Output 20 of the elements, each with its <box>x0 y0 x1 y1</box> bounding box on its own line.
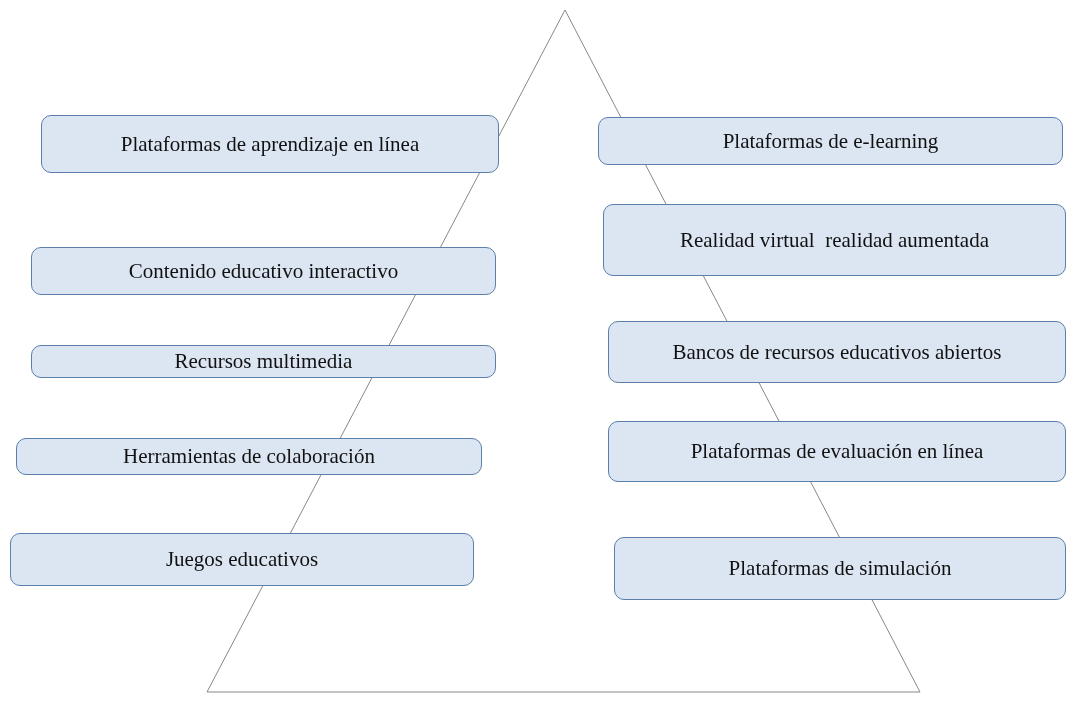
label-box <box>603 204 1066 276</box>
label-box <box>10 533 474 586</box>
box-label: Plataformas de simulación <box>728 557 952 580</box>
box-label: Realidad virtual realidad aumentada <box>679 228 989 251</box>
label-box <box>31 345 496 378</box>
box-label: Recursos multimedia <box>174 350 353 373</box>
label-box <box>16 438 482 475</box>
box-label: Plataformas de e-learning <box>722 129 939 152</box>
label-box <box>608 421 1066 482</box>
box-label: Plataformas de aprendizaje en línea <box>120 132 420 155</box>
label-box <box>31 247 496 295</box>
label-box <box>608 321 1066 383</box>
box-label: Plataformas de evaluación en línea <box>690 440 984 463</box>
box-label: Herramientas de colaboración <box>123 445 375 468</box>
label-box <box>614 537 1066 600</box>
label-box <box>41 115 499 173</box>
label-box <box>598 117 1063 165</box>
box-label: Contenido educativo interactivo <box>128 259 399 282</box>
box-label: Bancos de recursos educativos abiertos <box>672 340 1002 363</box>
box-label: Juegos educativos <box>165 548 319 571</box>
